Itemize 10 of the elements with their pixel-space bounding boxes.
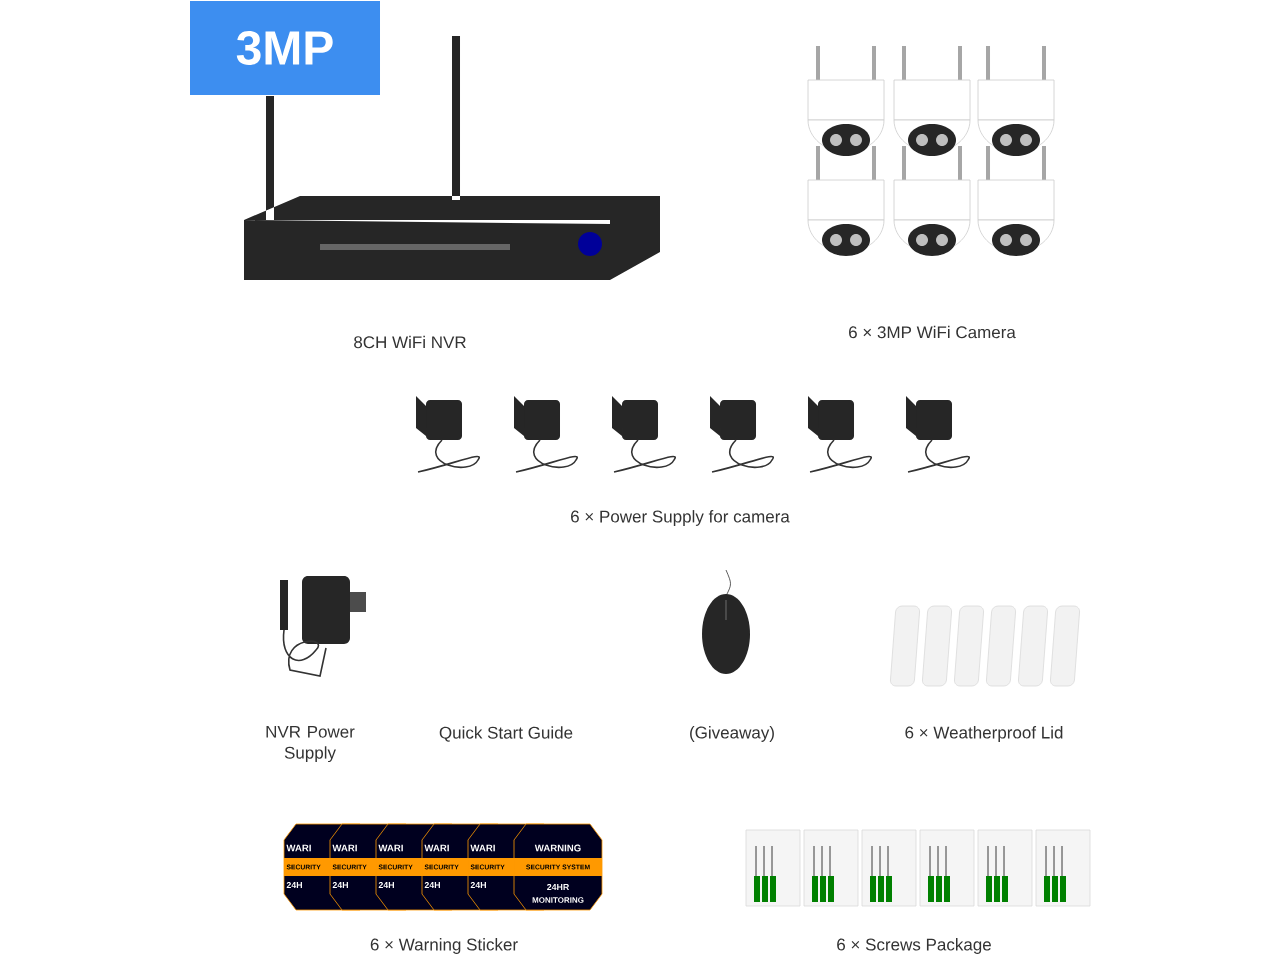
item-caption: Quick Start Guide [439,726,573,742]
item-caption: (Giveaway) [690,726,774,742]
item-caption: 6 × 3MP WiFi Camera [849,325,1016,339]
item-caption: 6 × Warning Sticker [370,938,518,954]
item-caption: 8CH WiFi NVR [354,335,466,349]
item-caption: NVR Power Supply [266,725,355,763]
item-caption: 6 × Power Supply for camera [571,510,790,526]
badge: 3MP [190,1,380,95]
item-caption: 6 × Weatherproof Lid [905,726,1063,742]
item-caption: 6 × Screws Package [837,938,991,954]
